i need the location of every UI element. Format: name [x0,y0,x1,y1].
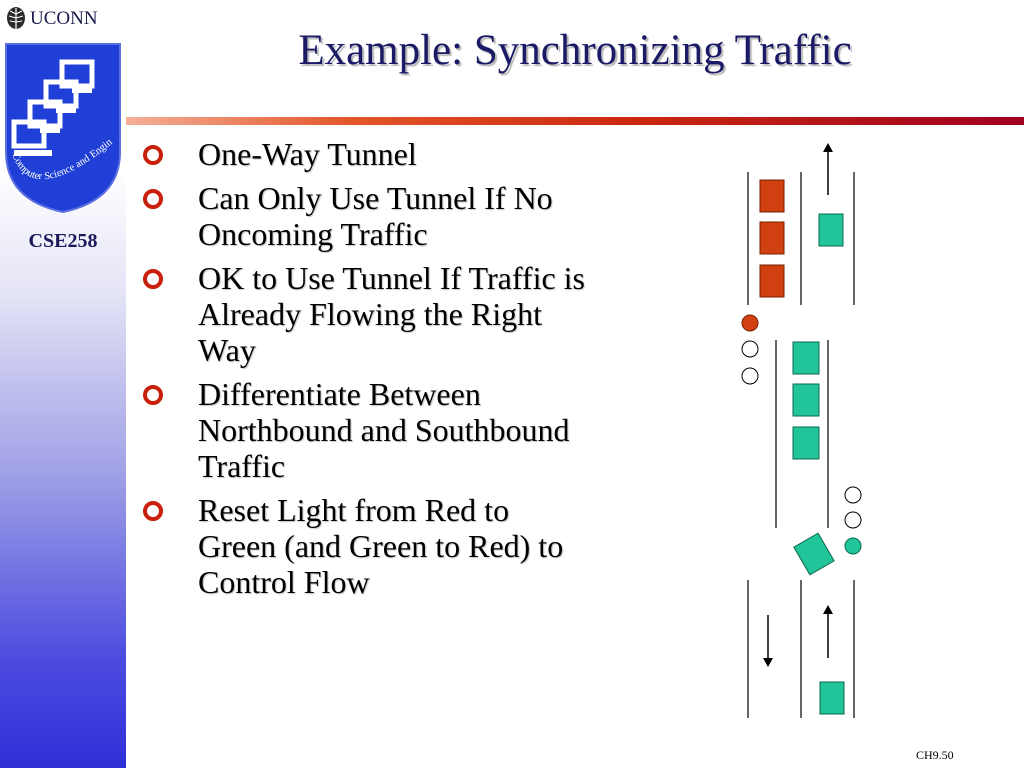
road-lines-bottom [747,580,855,718]
red-car [759,179,785,213]
logo-text: UCONN [30,8,98,29]
title-rule [126,117,1024,125]
green-car [793,532,835,576]
traffic-light-icon [741,314,759,385]
bullet-text: Northbound and Southbound [198,412,570,448]
department-shield: Computer Science and Engineering [2,42,121,214]
tunnel-lines [775,340,829,528]
computer-stack-icon [11,59,95,149]
bullet-text: Differentiate Between [198,376,481,412]
bullet-text: OK to Use Tunnel If Traffic is [198,260,585,296]
bullet-text: Reset Light from Red to [198,492,510,528]
bullet-text: Green (and Green to Red) to [198,528,564,564]
bullet-text: Can Only Use Tunnel If No [198,180,553,216]
arrow-up-icon [823,605,833,658]
page-number: CH9.50 [916,748,954,762]
bullet-ring-icon [143,501,163,521]
green-car [792,426,820,460]
bullet-text: One-Way Tunnel [198,136,417,172]
bullet-text: Already Flowing the Right [198,296,542,332]
green-car [792,341,820,375]
bullet-text: Way [198,332,256,368]
road-lines-top [747,172,855,305]
green-car [818,213,844,247]
red-car [759,264,785,298]
green-car [819,681,845,715]
arrow-down-icon [763,615,773,667]
bullet-text: Control Flow [198,564,370,600]
bullet-ring-icon [143,189,163,209]
arrow-up-icon [823,143,833,195]
bullet-ring-icon [143,269,163,289]
uconn-leaf-icon [7,7,25,32]
sidebar: UCONN Computer Science and Engineering C… [0,0,126,768]
bullet-text: Oncoming Traffic [198,216,428,252]
bullet-item: One-Way Tunnel [140,136,700,172]
green-car [792,383,820,417]
bullet-ring-icon [143,145,163,165]
course-label: CSE258 [28,230,98,252]
traffic-light-icon [844,486,862,555]
tunnel-diagram [741,143,862,718]
bullet-ring-icon [143,385,163,405]
bullet-text: Traffic [198,448,286,484]
red-car [759,221,785,255]
slide-title: Example: Synchronizing Traffic [298,27,852,74]
uconn-logo: UCONN [4,6,122,34]
